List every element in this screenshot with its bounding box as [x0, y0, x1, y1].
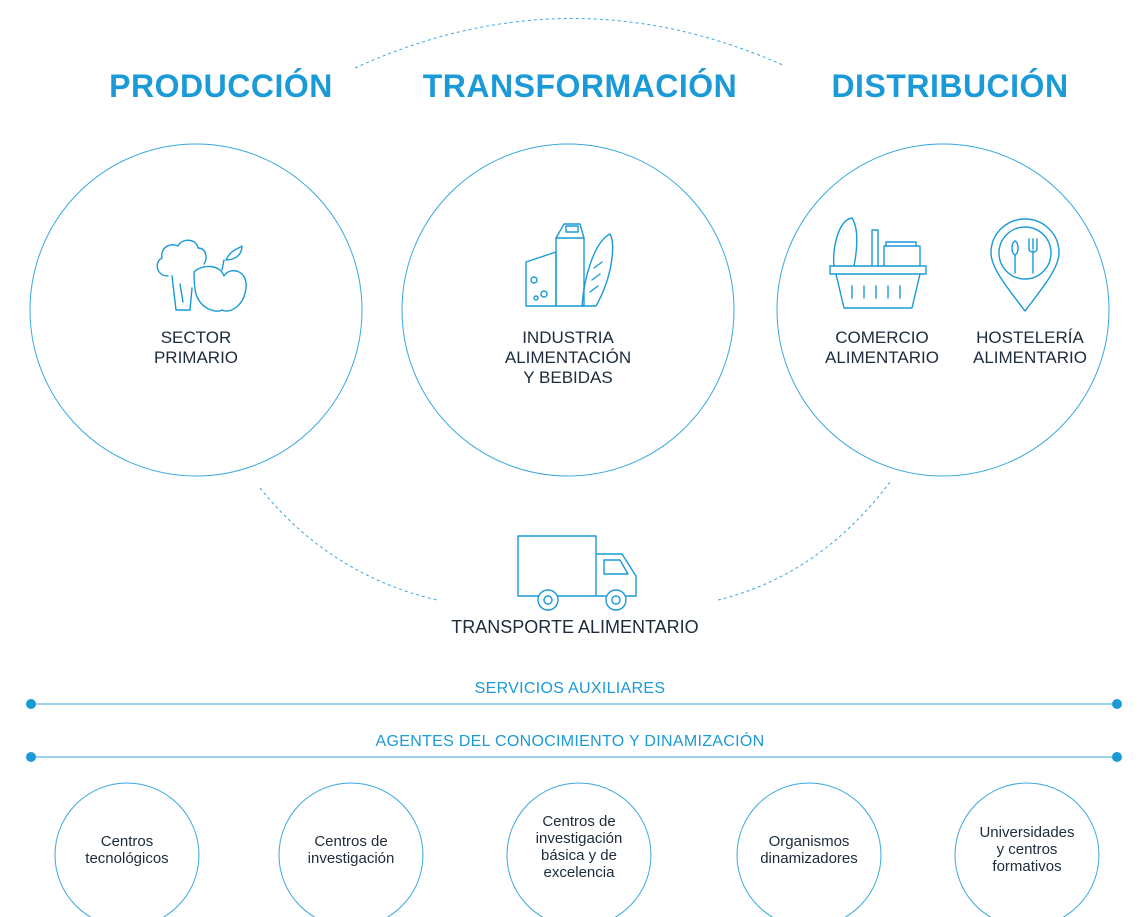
stage-title-distribucion: DISTRIBUCIÓN	[831, 68, 1069, 104]
agent-circle-2	[278, 782, 424, 917]
stage-title-produccion: PRODUCCIÓN	[109, 68, 333, 104]
servicios-auxiliares-label: SERVICIOS AUXILIARES	[474, 680, 666, 697]
agent-label-centros-tecnologicos: Centros tecnológicos	[85, 833, 169, 867]
stage-circle-transformacion	[401, 143, 735, 477]
servicios-line-dot-right	[1112, 699, 1122, 709]
agent-label-centros-excelencia: Centros de investigación básica y de exc…	[535, 813, 623, 881]
stage-circle-distribucion	[776, 143, 1110, 477]
top-dashed-arc	[354, 18, 786, 69]
agentes-label: AGENTES DEL CONOCIMIENTO Y DINAMIZACIÓN	[375, 733, 765, 750]
produce-icon	[156, 239, 247, 312]
agent-circle-4	[736, 782, 882, 917]
servicios-line-dot-left	[26, 699, 36, 709]
agentes-line-dot-left	[26, 752, 36, 762]
agent-circle-3	[506, 782, 652, 917]
food-industry-icon	[525, 223, 614, 307]
bottom-right-dashed-arc	[717, 481, 891, 601]
stage-label-hosteleria: HOSTELERÍA ALIMENTARIO	[973, 328, 1087, 367]
stage-circle-produccion	[29, 143, 363, 477]
stage-label-industria: INDUSTRIA ALIMENTACIÓN Y BEBIDAS	[504, 328, 632, 387]
agentes-line-dot-right	[1112, 752, 1122, 762]
stage-label-sector-primario: SECTOR PRIMARIO	[153, 328, 239, 367]
truck-icon	[517, 535, 637, 611]
restaurant-pin-icon	[990, 218, 1060, 312]
stage-label-comercio: COMERCIO ALIMENTARIO	[825, 328, 939, 367]
agent-label-organismos: Organismos dinamizadores	[760, 833, 858, 867]
agent-label-centros-investigacion: Centros de investigación	[307, 833, 395, 867]
shopping-basket-icon	[829, 217, 927, 309]
stage-title-transformacion: TRANSFORMACIÓN	[422, 68, 738, 104]
bottom-left-dashed-arc	[259, 487, 438, 601]
transport-label: TRANSPORTE ALIMENTARIO	[451, 617, 699, 637]
agent-label-universidades: Universidades y centros formativos	[979, 824, 1075, 875]
agent-circle-1	[54, 782, 200, 917]
agent-circle-5	[954, 782, 1100, 917]
